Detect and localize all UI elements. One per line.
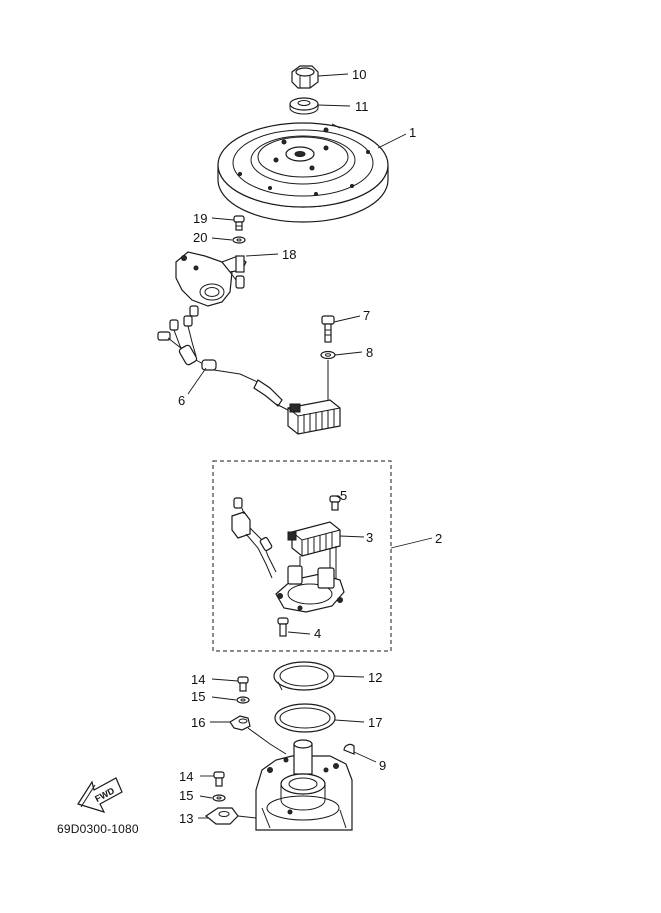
callout-8: 8 [366, 345, 373, 360]
part-washer [289, 97, 319, 115]
leader-15b [199, 795, 213, 799]
part-screw-14-lower [213, 771, 225, 787]
part-washer-20 [232, 236, 246, 244]
part-pulser-coil [175, 251, 247, 307]
part-o-ring [274, 703, 336, 733]
leader-6 [187, 367, 207, 395]
part-crankcase [255, 739, 353, 831]
leader-7 [333, 315, 361, 323]
part-clamp-13 [204, 807, 257, 825]
callout-18: 18 [282, 247, 296, 262]
part-flywheel [217, 122, 389, 223]
part-clamp-16 [229, 715, 251, 731]
callout-13: 13 [179, 811, 193, 826]
callout-14b: 14 [179, 769, 193, 784]
part-nut [291, 65, 319, 89]
leader-10 [317, 73, 349, 77]
leader-8 [334, 351, 363, 356]
leader-4 [287, 631, 311, 635]
callout-7: 7 [363, 308, 370, 323]
callout-16: 16 [191, 715, 205, 730]
fwd-arrow-icon: FWD [77, 777, 123, 813]
part-washer-15-upper [236, 696, 250, 704]
part-rectifier-upper [287, 360, 341, 435]
part-screw-19 [233, 215, 245, 231]
leader-1 [377, 133, 407, 149]
leader-3 [339, 535, 365, 538]
callout-3: 3 [366, 530, 373, 545]
callout-12: 12 [368, 670, 382, 685]
callout-11: 11 [355, 99, 369, 114]
callout-19: 19 [193, 211, 207, 226]
callout-20: 20 [193, 230, 207, 245]
leader-9 [353, 751, 377, 763]
callout-14a: 14 [191, 672, 205, 687]
callout-4: 4 [314, 626, 321, 641]
callout-17: 17 [368, 715, 382, 730]
part-screw-14-upper [237, 676, 249, 692]
callout-6: 6 [178, 393, 185, 408]
part-washer-8 [320, 350, 336, 360]
part-screw-4 [277, 617, 289, 637]
callout-15a: 15 [191, 689, 205, 704]
part-wire-lead [157, 305, 289, 411]
diagram-reference-code: 69D0300-1080 [57, 822, 139, 836]
leader-17 [334, 719, 365, 723]
leader-12 [333, 675, 365, 678]
part-bolt-7 [321, 315, 335, 343]
leader-15a [211, 696, 237, 701]
leader-20 [211, 237, 233, 241]
assembly-box [212, 460, 392, 652]
leader-2 [390, 537, 433, 549]
callout-5: 5 [340, 488, 347, 503]
leader-19 [211, 217, 235, 221]
part-screw-5 [329, 495, 341, 511]
part-washer-15-lower [212, 794, 226, 802]
callout-1: 1 [409, 125, 416, 140]
part-snap-ring [273, 661, 335, 691]
leader-14a [211, 678, 239, 682]
callout-15b: 15 [179, 788, 193, 803]
part-woodruff-key [343, 743, 355, 755]
callout-10: 10 [352, 67, 366, 82]
leader-18 [245, 253, 279, 257]
part-charge-coil [287, 521, 341, 557]
callout-2: 2 [435, 531, 442, 546]
part-base-plate [231, 497, 345, 613]
callout-9: 9 [379, 758, 386, 773]
leader-11 [317, 104, 351, 107]
